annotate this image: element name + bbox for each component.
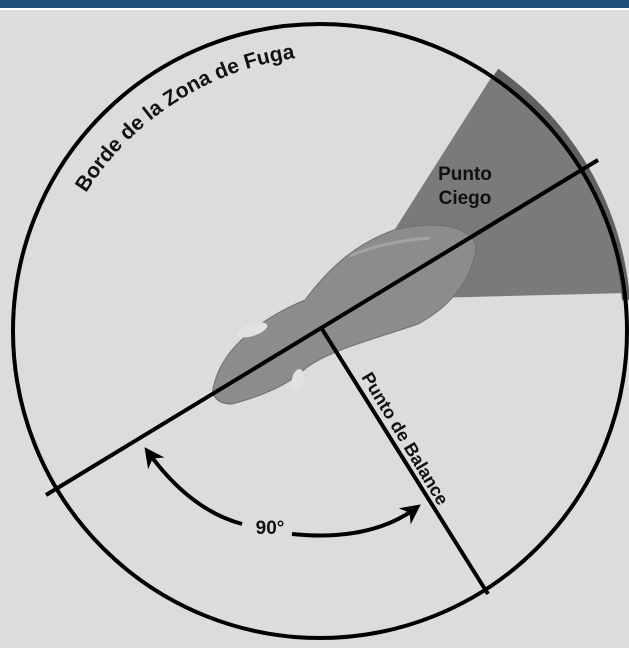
angle-label: 90° <box>256 518 285 539</box>
blind-spot-label-line2: Ciego <box>439 188 492 209</box>
blind-spot-label-line1: Punto <box>438 164 492 185</box>
top-accent-bar <box>0 0 629 8</box>
